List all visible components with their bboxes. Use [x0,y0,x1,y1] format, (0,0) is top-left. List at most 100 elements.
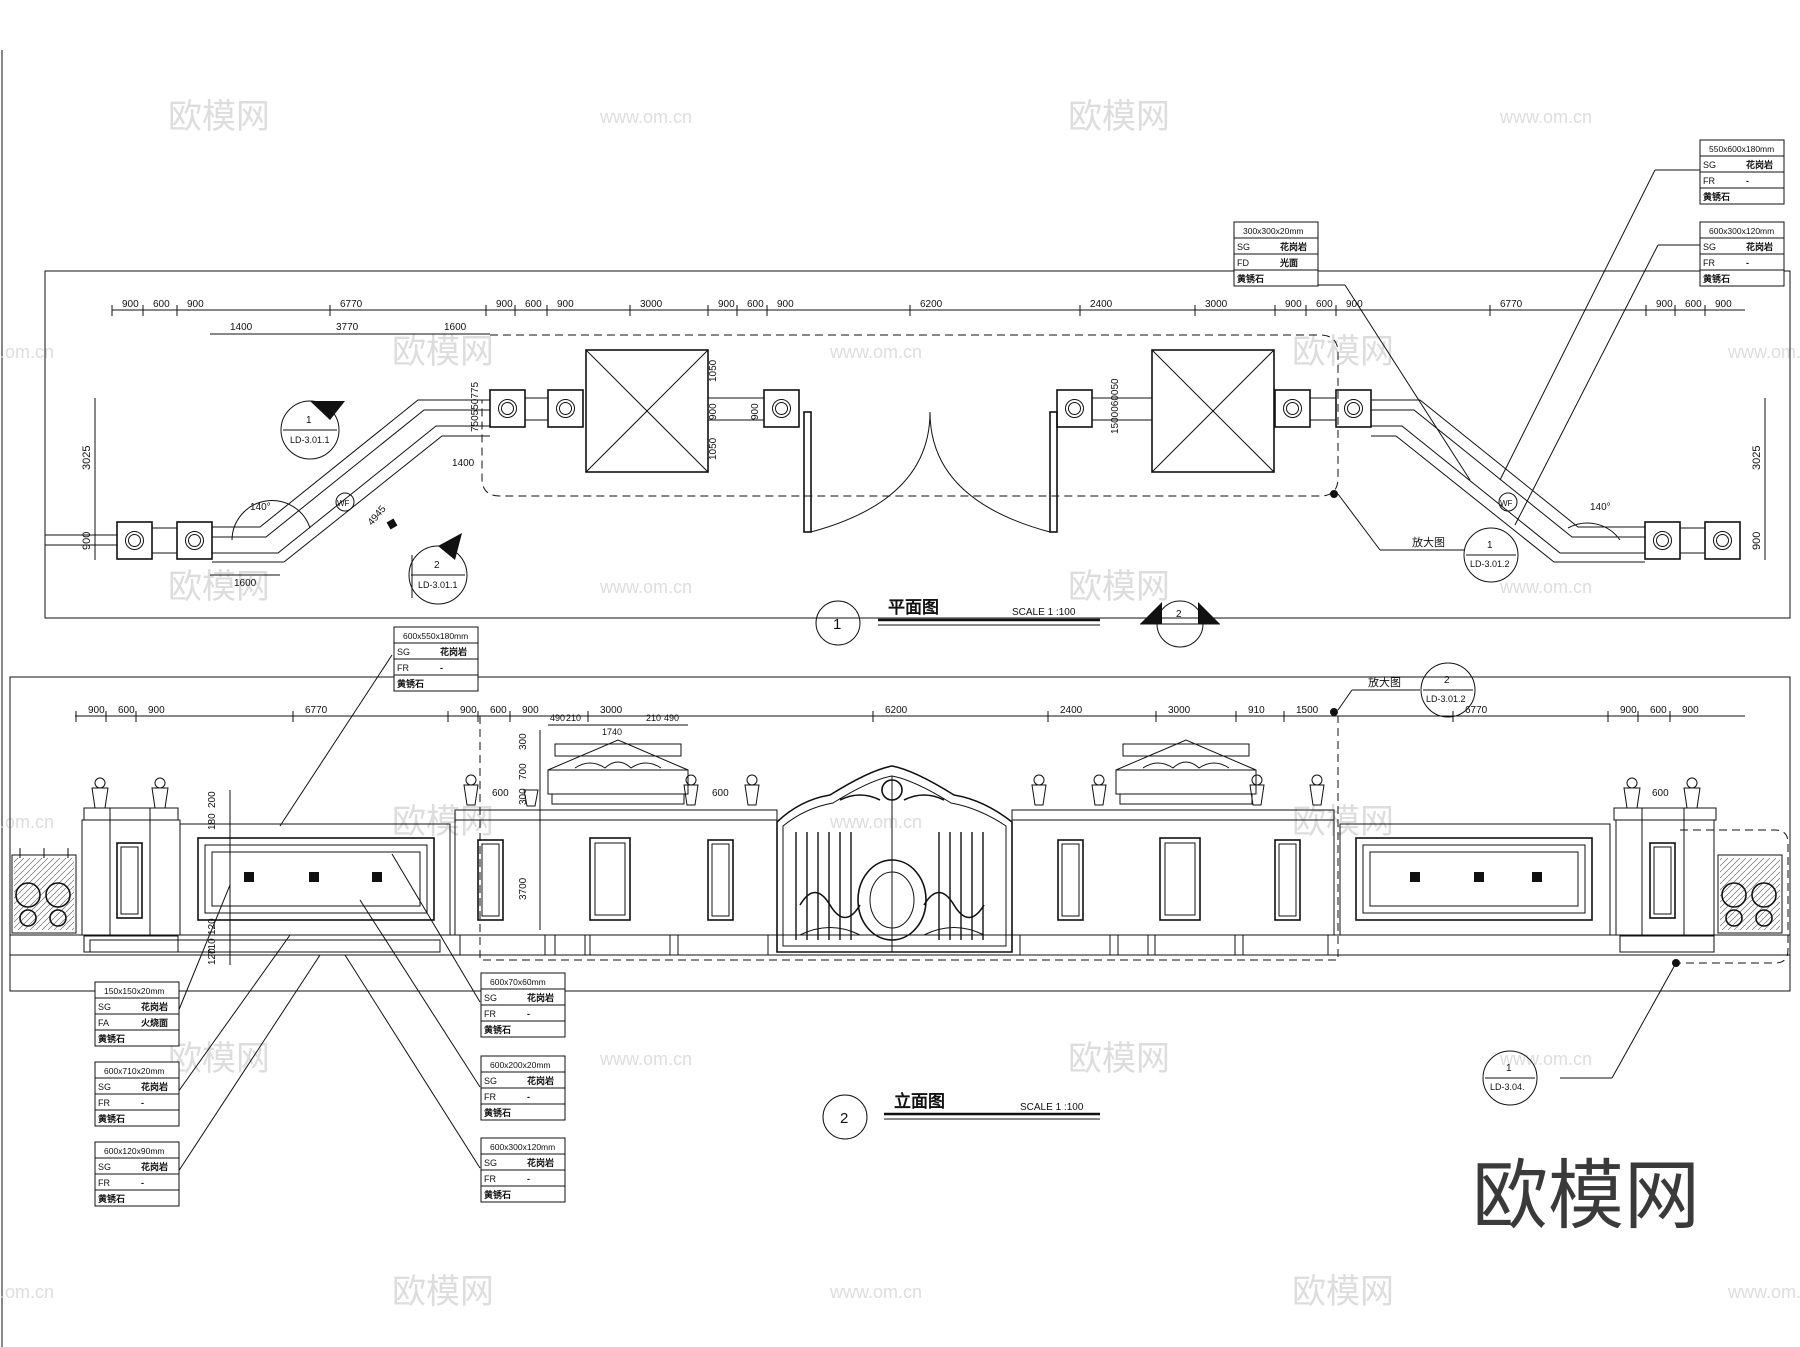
plan-dim-label: 3000 [1205,299,1228,310]
elevation-dim-label: 6770 [305,705,328,716]
material-tag-size: 600x550x180mm [403,631,468,641]
elevation-dim-label: 3000 [600,705,623,716]
elev-vdim-710: 710 [207,938,218,955]
material-tag-value: 花岗岩 [1746,159,1773,170]
plan-dim-label: 3000 [640,299,663,310]
material-tag-value: 光面 [1279,257,1298,268]
plan-dim-label: 600 [525,299,542,310]
elevation-sub-dims: 490 210 1740 210 490 [548,713,688,737]
plan-boundary-dot [1330,490,1338,498]
plan-dim-900-left: 900 [81,532,93,550]
material-tag-code: FR [98,1098,110,1108]
elev-sub-1740: 1740 [602,727,622,737]
material-tag-code: FR [98,1178,110,1188]
plan-right-gate-pillars: 1500060050 [1056,349,1372,473]
elev-vdim-700: 700 [518,763,529,780]
material-tag-code: 黄锈石 [484,1107,511,1118]
plan-callout-1: 1 LD-3.01.1 [280,400,345,460]
watermark-brand: 欧模网 [168,1040,270,1078]
material-tag-value: 花岗岩 [141,1081,168,1092]
material-tag-value: 火烧面 [141,1017,168,1028]
material-tag-value: 花岗岩 [1746,241,1773,252]
elevation-dim-label: 3000 [1168,705,1191,716]
elevation-scale: SCALE 1 :100 [1020,1102,1084,1113]
material-tag-code: FR [397,663,409,673]
material-tag-code: FR [484,1009,496,1019]
elevation-left-fence [11,848,77,934]
plan-right-pillars [1644,521,1741,560]
material-tag-code: SG [484,993,497,1003]
material-tag-size: 300x300x20mm [1243,226,1303,236]
elevation-dim-label: 900 [88,705,105,716]
elev-sub-210b: 210 [646,713,661,723]
elevation-dim-label: 2400 [1060,705,1083,716]
plan-dim-label: 900 [1715,299,1732,310]
watermark-brand: 欧模网 [392,1273,494,1311]
material-tag-value: - [141,1098,144,1108]
watermark-site: www.om.cn [599,107,692,127]
plan-dashed-boundary [481,334,1339,497]
plan-enlarge-callout: 放大图 1 LD-3.01.2 [1337,493,1519,583]
elevation-dim-label: 6770 [1465,705,1488,716]
material-tag-value: 花岗岩 [1280,241,1307,252]
material-tag-value: 花岗岩 [527,992,554,1003]
plan-callout-2: 2 LD-3.01.1 [408,533,468,605]
plan-left-diagonal-wall: 140° WF 4945 1600 1400 750550775 [210,382,490,589]
watermark-brand: 欧模网 [1068,98,1170,136]
material-tag-code: SG [1703,160,1716,170]
plan-left-gate-pillars: 1050 1050 900 900 [489,349,800,473]
elevation-dim-label: 900 [1620,705,1637,716]
material-tag-code: SG [397,647,410,657]
elevation-right-fence [1717,854,1783,934]
plan-dim-1050-a: 1050 [708,359,719,382]
elevation-dim-label: 6200 [885,705,908,716]
material-tag-code: SG [1703,242,1716,252]
elevation-left-gatehouse [454,739,778,956]
plan-dim-label: 600 [1316,299,1333,310]
plan-dim-label: 900 [1346,299,1363,310]
plan-section-mark: 2 [1176,609,1182,620]
plan-enlarge-ref: LD-3.01.2 [1470,559,1510,569]
material-tag-code: SG [484,1158,497,1168]
material-tag-code: SG [1237,242,1250,252]
material-tag-code: SG [98,1162,111,1172]
gate-bars [795,832,984,940]
material-tag-code: 黄锈石 [484,1189,511,1200]
plan-dim-1400: 1400 [452,458,475,469]
watermark-brand: 欧模网 [1292,1273,1394,1311]
elevation-number: 2 [840,1110,848,1127]
material-tag-size: 600x710x20mm [104,1066,164,1076]
plan-gate-swing [803,411,1058,533]
material-tag-value: 花岗岩 [527,1075,554,1086]
material-tag-size: 150x150x20mm [104,986,164,996]
elevation-right-wall [1339,777,1717,953]
plan-dim-label: 900 [122,299,139,310]
material-tag-code: FR [1703,176,1715,186]
elev-dim-600-b: 600 [712,788,729,799]
material-tag-value: - [527,1009,530,1019]
elevation-detail-callout: 1 LD-3.04. [1482,959,1680,1106]
plan-dim-label: 900 [777,299,794,310]
plan-angle-right: 140° [1590,502,1611,513]
watermark-site: www.om.cn [599,1049,692,1069]
material-tag-size: 600x120x90mm [104,1146,164,1156]
plan-enlarge-label: 放大图 [1412,535,1445,549]
watermark-site: www.om.cn [829,812,922,832]
plan-dim-3025-right: 3025 [1751,446,1763,470]
watermark-site: www.om.cn [1499,577,1592,597]
elevation-dim-label: 600 [490,705,507,716]
plan-dim-900-mid-a: 900 [708,403,719,420]
material-tag-code: 黄锈石 [1237,273,1264,284]
material-tag-value: - [141,1178,144,1188]
plan-dim-label: 900 [187,299,204,310]
elevation-dim-label: 900 [522,705,539,716]
material-tag-code: SG [98,1082,111,1092]
plan-dim-label: 900 [1285,299,1302,310]
material-tag-size: 600x200x20mm [490,1060,550,1070]
elevation-dashed-boundary [479,716,1339,961]
